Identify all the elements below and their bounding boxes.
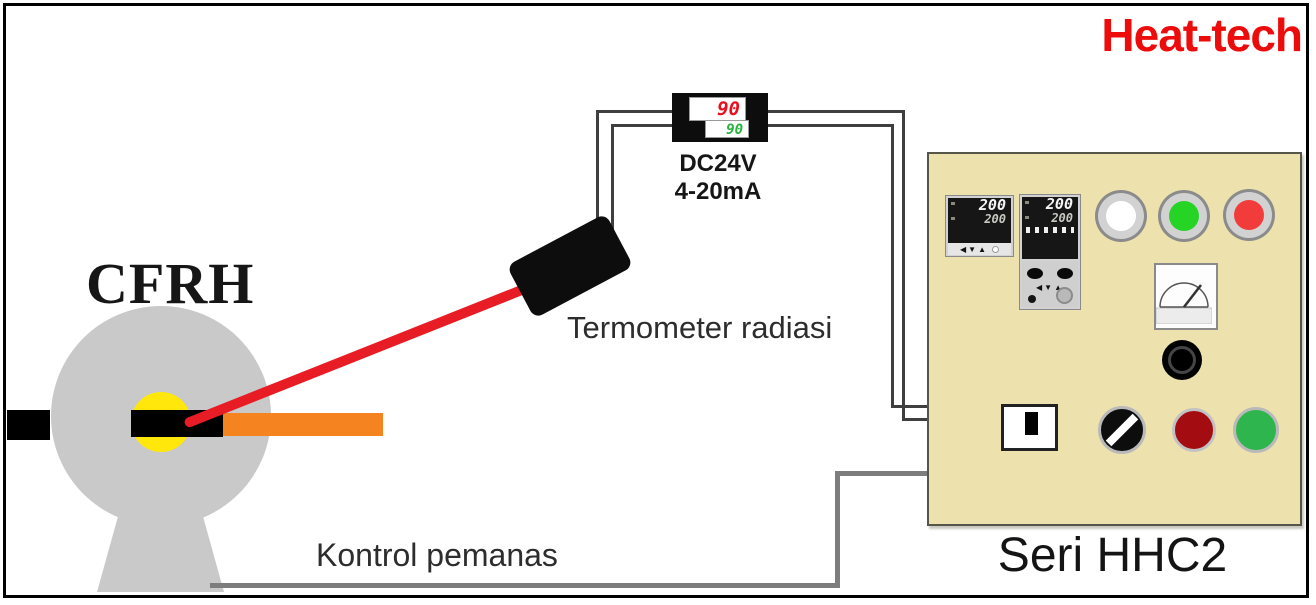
green-display-value: 90	[726, 122, 743, 138]
set-value: 200	[1022, 212, 1078, 224]
temperature-transmitter-display: 90 90	[672, 93, 768, 142]
status-led-row	[1026, 227, 1074, 233]
green-lamp	[1161, 193, 1207, 239]
brand-logo: Heat-tech	[1101, 9, 1303, 61]
keypad-glyphs: ◀▼▲	[1036, 283, 1064, 292]
control-panel: 200 200 ◀▼▲ 200 200 ◀▼▲	[927, 152, 1302, 526]
controller-screen: 200 200	[1022, 197, 1078, 259]
heater-rod-left	[7, 410, 50, 440]
signal-wire	[611, 124, 614, 234]
temperature-controller-large: 200 200 ◀▼▲	[1019, 194, 1081, 310]
red-lamp	[1226, 192, 1272, 238]
meter-needle	[1183, 284, 1202, 308]
heated-workpiece-rod	[223, 413, 383, 436]
analog-meter	[1154, 263, 1218, 330]
keypad-indicator-dot	[992, 245, 999, 253]
temperature-controller-small: 200 200 ◀▼▲	[945, 195, 1014, 257]
controller-port	[1028, 295, 1036, 303]
controller-button-right[interactable]	[1057, 268, 1073, 279]
heater-control-wire	[835, 471, 840, 588]
spec-current: 4-20mA	[674, 178, 762, 205]
signal-wire	[902, 110, 905, 421]
heater-label: CFRH	[86, 251, 255, 316]
set-value: 200	[948, 213, 1011, 225]
white-lamp-lens	[1106, 201, 1136, 231]
red-display-window: 90	[689, 97, 746, 121]
heater-control-wire	[835, 471, 928, 476]
selector-stripe	[1105, 413, 1139, 447]
green-button[interactable]	[1233, 407, 1279, 453]
dark-red-button[interactable]	[1172, 408, 1216, 452]
signal-wire	[891, 405, 928, 408]
green-lamp-lens	[1169, 201, 1199, 231]
controller-screen: 200 200	[948, 198, 1011, 243]
transmitter-spec-label: DC24V 4-20mA	[633, 150, 803, 206]
controller-keypad[interactable]: ◀▼▲	[948, 243, 1011, 255]
controller-lower-section: ◀▼▲	[1022, 261, 1078, 307]
panel-series-label: Seri HHC2	[997, 529, 1228, 582]
switch-lever	[1025, 412, 1038, 435]
controller-button-left[interactable]	[1027, 268, 1043, 279]
black-connector[interactable]	[1162, 340, 1202, 380]
image-border	[3, 3, 1309, 598]
heater-control-wire	[210, 583, 840, 588]
connector-ring	[1168, 346, 1196, 374]
meter-face	[1155, 282, 1213, 325]
red-display-value: 90	[717, 98, 740, 120]
rocker-switch[interactable]	[1001, 404, 1058, 451]
signal-wire	[891, 124, 894, 408]
process-value: 200	[948, 198, 1011, 213]
controller-knob[interactable]	[1056, 287, 1073, 304]
keypad-glyphs: ◀▼▲	[960, 244, 988, 254]
process-value: 200	[1022, 197, 1078, 212]
rotary-selector[interactable]	[1098, 406, 1146, 454]
signal-wire	[596, 110, 599, 234]
red-lamp-lens	[1234, 200, 1264, 230]
thermometer-label: Termometer radiasi	[567, 310, 833, 345]
control-wire-label: Kontrol pemanas	[316, 537, 558, 573]
green-display-window: 90	[705, 120, 749, 138]
spec-voltage: DC24V	[679, 150, 757, 177]
white-lamp	[1098, 193, 1144, 239]
signal-wire	[902, 418, 928, 421]
